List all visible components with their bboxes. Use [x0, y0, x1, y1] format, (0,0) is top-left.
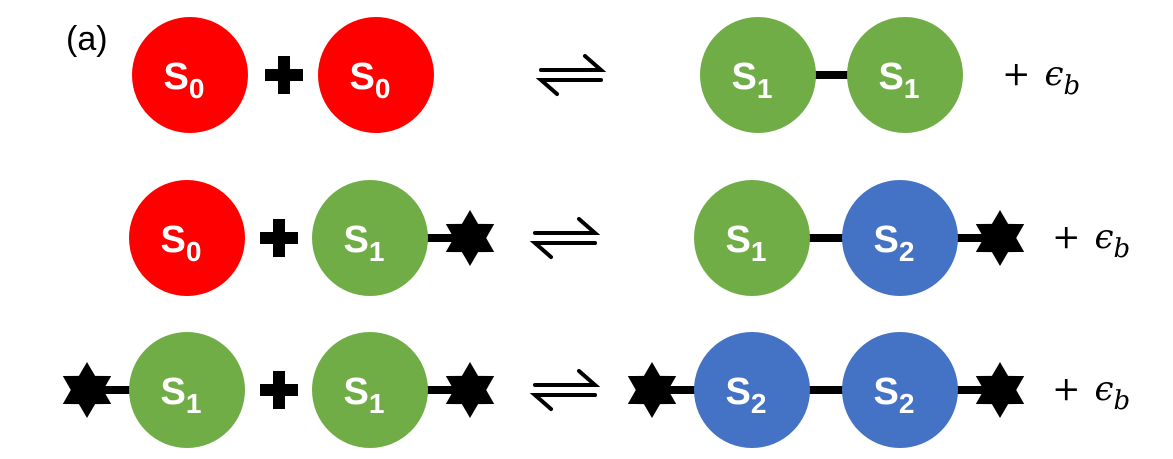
- binding-energy-term: + ϵb: [1002, 54, 1080, 101]
- node-label: S1: [344, 219, 385, 267]
- node-label-sub: 1: [904, 73, 920, 104]
- binding-energy-term: + ϵb: [1052, 217, 1130, 264]
- node-S2-circle: [842, 180, 958, 296]
- star-icon: [445, 362, 495, 418]
- energy-plus: +: [1052, 369, 1081, 409]
- node-label-main: S: [732, 56, 757, 98]
- node-S0-circle: [132, 17, 248, 133]
- node-label: S2: [726, 371, 767, 419]
- node-S1-circle: [312, 332, 428, 448]
- node-S1-circle: [694, 180, 810, 296]
- binding-energy-term: + ϵb: [1052, 369, 1130, 416]
- node-label-sub: 2: [899, 388, 915, 419]
- star-icon: [62, 362, 112, 418]
- node-label-sub: 1: [186, 388, 202, 419]
- node-label-sub: 0: [186, 236, 202, 267]
- node-label-sub: 1: [369, 236, 385, 267]
- node-label: S1: [726, 219, 767, 267]
- node-label: S2: [874, 371, 915, 419]
- energy-subscript: b: [1064, 71, 1081, 101]
- node-S1-circle: [700, 17, 816, 133]
- node-label-main: S: [344, 219, 369, 261]
- node-label-sub: 0: [375, 73, 391, 104]
- energy-symbol: ϵ: [1095, 369, 1114, 409]
- node-label: S0: [161, 219, 202, 267]
- energy-symbol: ϵ: [1095, 217, 1114, 257]
- node-label-main: S: [344, 371, 369, 413]
- node-label: S0: [164, 56, 205, 104]
- energy-subscript: b: [1114, 386, 1131, 416]
- node-label-main: S: [726, 219, 751, 261]
- equilibrium-arrow-icon: [535, 54, 607, 96]
- node-label: S2: [874, 219, 915, 267]
- node-S1-circle: [129, 332, 245, 448]
- node-S1-circle: [312, 180, 428, 296]
- equilibrium-arrow-icon: [529, 369, 601, 411]
- node-label-main: S: [874, 371, 899, 413]
- node-label: S1: [344, 371, 385, 419]
- energy-symbol: ϵ: [1045, 54, 1064, 94]
- star-icon: [445, 210, 495, 266]
- node-S2-circle: [694, 332, 810, 448]
- node-label-main: S: [350, 56, 375, 98]
- node-label: S1: [879, 56, 920, 104]
- star-icon: [627, 362, 677, 418]
- energy-subscript: b: [1114, 234, 1131, 264]
- equilibrium-arrow-icon: [529, 217, 601, 259]
- node-label: S1: [732, 56, 773, 104]
- node-S0-circle: [318, 17, 434, 133]
- node-label-sub: 1: [751, 236, 767, 267]
- star-icon: [975, 210, 1025, 266]
- plus-icon: [273, 371, 285, 409]
- node-label-main: S: [164, 56, 189, 98]
- plus-icon: [273, 219, 285, 257]
- node-label-sub: 2: [751, 388, 767, 419]
- node-label-main: S: [879, 56, 904, 98]
- node-label-main: S: [161, 371, 186, 413]
- node-label: S0: [350, 56, 391, 104]
- node-label-sub: 1: [369, 388, 385, 419]
- node-label-main: S: [161, 219, 186, 261]
- node-label-main: S: [874, 219, 899, 261]
- plus-icon: [278, 56, 290, 94]
- node-S2-circle: [842, 332, 958, 448]
- node-label-sub: 1: [757, 73, 773, 104]
- star-icon: [975, 362, 1025, 418]
- node-S0-circle: [129, 180, 245, 296]
- energy-plus: +: [1002, 54, 1031, 94]
- node-label-main: S: [726, 371, 751, 413]
- node-label: S1: [161, 371, 202, 419]
- energy-plus: +: [1052, 217, 1081, 257]
- panel-label: (a): [66, 20, 108, 58]
- node-label-sub: 0: [189, 73, 205, 104]
- node-S1-circle: [847, 17, 963, 133]
- node-label-sub: 2: [899, 236, 915, 267]
